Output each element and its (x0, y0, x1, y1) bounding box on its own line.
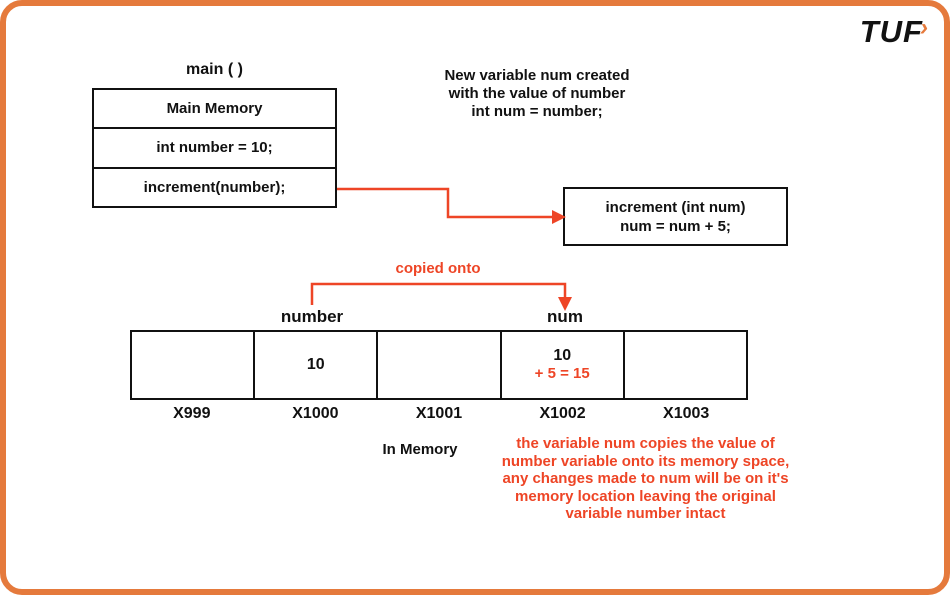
cell-value: 10 (306, 356, 325, 373)
note-bottom-line: number variable onto its memory space, (501, 452, 790, 470)
tuf-logo: TUF› (860, 14, 932, 50)
note-top-line: with the value of number (448, 85, 626, 102)
note-top-line: New variable num created (444, 67, 630, 84)
address-label: X1003 (663, 405, 710, 422)
memory-address-row: X999 X1000 X1001 X1002 X1003 (130, 405, 748, 423)
address-label: X999 (173, 405, 211, 422)
address-label: X1000 (292, 405, 339, 422)
cell-value: 10 (553, 347, 572, 364)
copied-onto-label: copied onto (395, 260, 481, 277)
memory-cell-x1002: 10 + 5 = 15 (499, 332, 623, 398)
memory-cells-row: 10 10 + 5 = 15 (130, 330, 748, 400)
cell-update-note: + 5 = 15 (534, 365, 590, 382)
address-label: X1002 (539, 405, 586, 422)
increment-body: num = num + 5; (620, 217, 731, 235)
statement-int-number: int number = 10; (94, 127, 335, 166)
memory-cell-x1000: 10 (253, 332, 376, 398)
logo-text: TUF (859, 14, 923, 49)
memory-cell-x999 (132, 332, 253, 398)
increment-signature: increment (int num) (605, 198, 746, 216)
statement-increment-call: increment(number); (94, 166, 335, 206)
main-memory-header: Main Memory (166, 100, 263, 118)
note-top-line: int num = number; (471, 103, 603, 120)
note-bottom-line: variable number intact (565, 505, 726, 522)
note-pass-by-value-explanation: the variable num copies the value of num… (493, 435, 798, 523)
call-flow-arrow-line (337, 187, 552, 219)
logo-chevron-icon: › (920, 14, 929, 41)
main-memory-box: Main Memory int number = 10; increment(n… (92, 88, 337, 208)
memory-cell-x1001 (376, 332, 499, 398)
copy-arrow-line (310, 282, 567, 305)
note-bottom-line: memory location leaving the original (515, 487, 776, 505)
note-bottom-line: any changes made to num will be on it's (502, 470, 789, 487)
memory-cell-x1003 (622, 332, 746, 398)
main-function-title: main ( ) (186, 61, 243, 78)
increment-function-box: increment (int num) num = num + 5; (563, 187, 788, 246)
in-memory-caption: In Memory (382, 441, 458, 458)
variable-label-num: num (547, 307, 583, 326)
note-new-variable: New variable num created with the value … (397, 67, 677, 121)
variable-label-number: number (280, 307, 344, 326)
note-bottom-line: the variable num copies the value of (516, 435, 775, 452)
address-label: X1001 (415, 405, 463, 422)
